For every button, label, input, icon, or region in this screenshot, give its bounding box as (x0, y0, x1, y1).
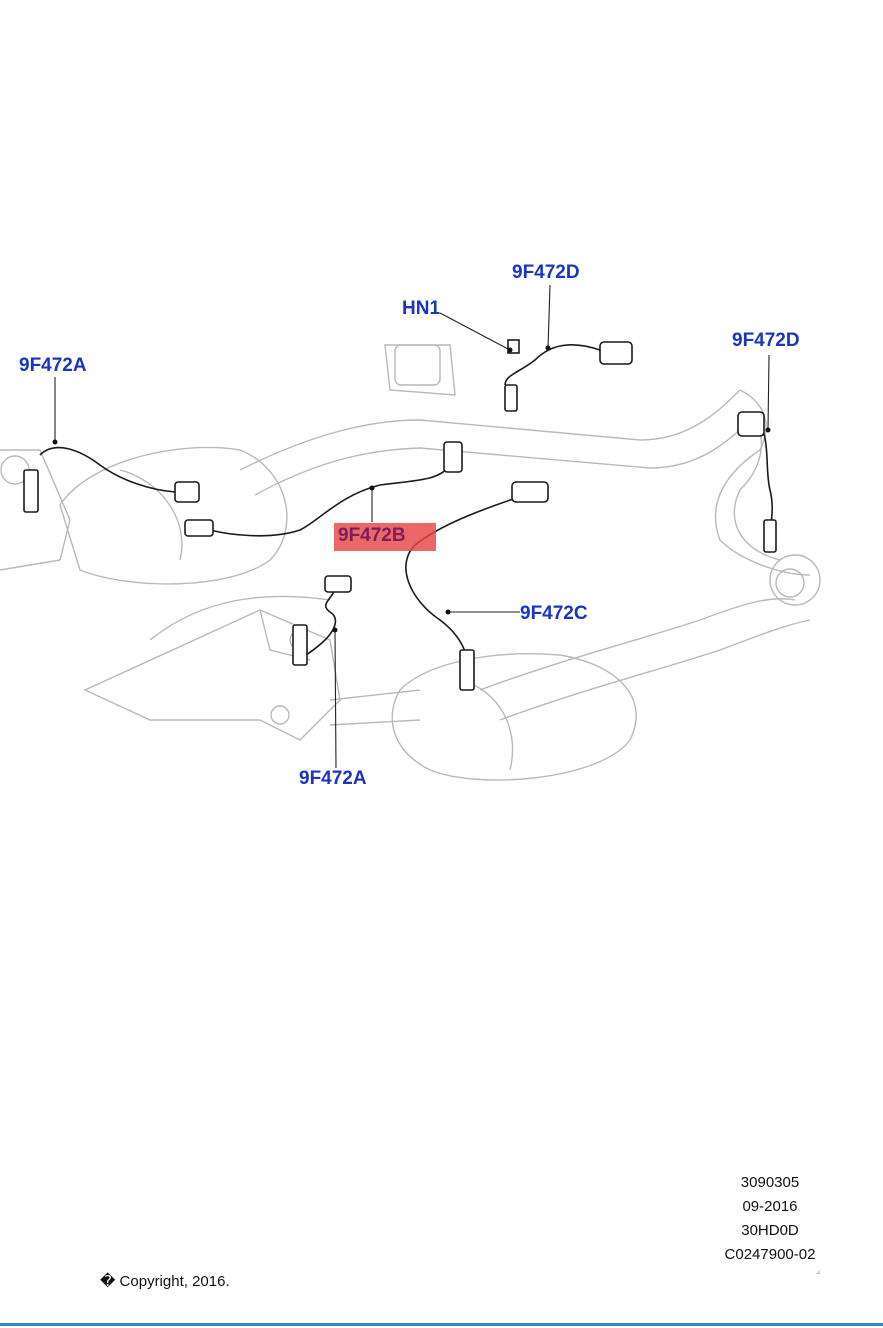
callout-9f472c[interactable]: 9F472C (520, 603, 588, 624)
reference-illustration-id: C0247900-02 (724, 1246, 816, 1263)
oxygen-sensor-harnesses (23, 339, 777, 691)
leader-dots (52, 345, 771, 633)
callout-9f472d-top[interactable]: 9F472D (512, 262, 580, 283)
callout-9f472a-left[interactable]: 9F472A (19, 355, 87, 376)
callout-hn1[interactable]: HN1 (402, 298, 441, 319)
callout-9f472d-right[interactable]: 9F472D (732, 330, 800, 351)
reference-number: 3090305 (740, 1174, 800, 1191)
bottom-divider (0, 1323, 883, 1326)
exhaust-system-outline (0, 344, 821, 781)
diagram-reference-block: 3090305 09-2016 30HD0D C0247900-02 (700, 1171, 840, 1267)
reference-date: 09-2016 (742, 1198, 798, 1215)
callout-9f472a-bottom[interactable]: 9F472A (299, 768, 367, 789)
reference-model-code: 30HD0D (741, 1222, 799, 1239)
callout-9f472b-highlighted[interactable]: 9F472B (334, 523, 436, 551)
corner-mark-icon: ⌟ (816, 1265, 821, 1275)
copyright-notice: � Copyright, 2016. (100, 1273, 230, 1290)
callout-leader-lines (54, 284, 770, 769)
